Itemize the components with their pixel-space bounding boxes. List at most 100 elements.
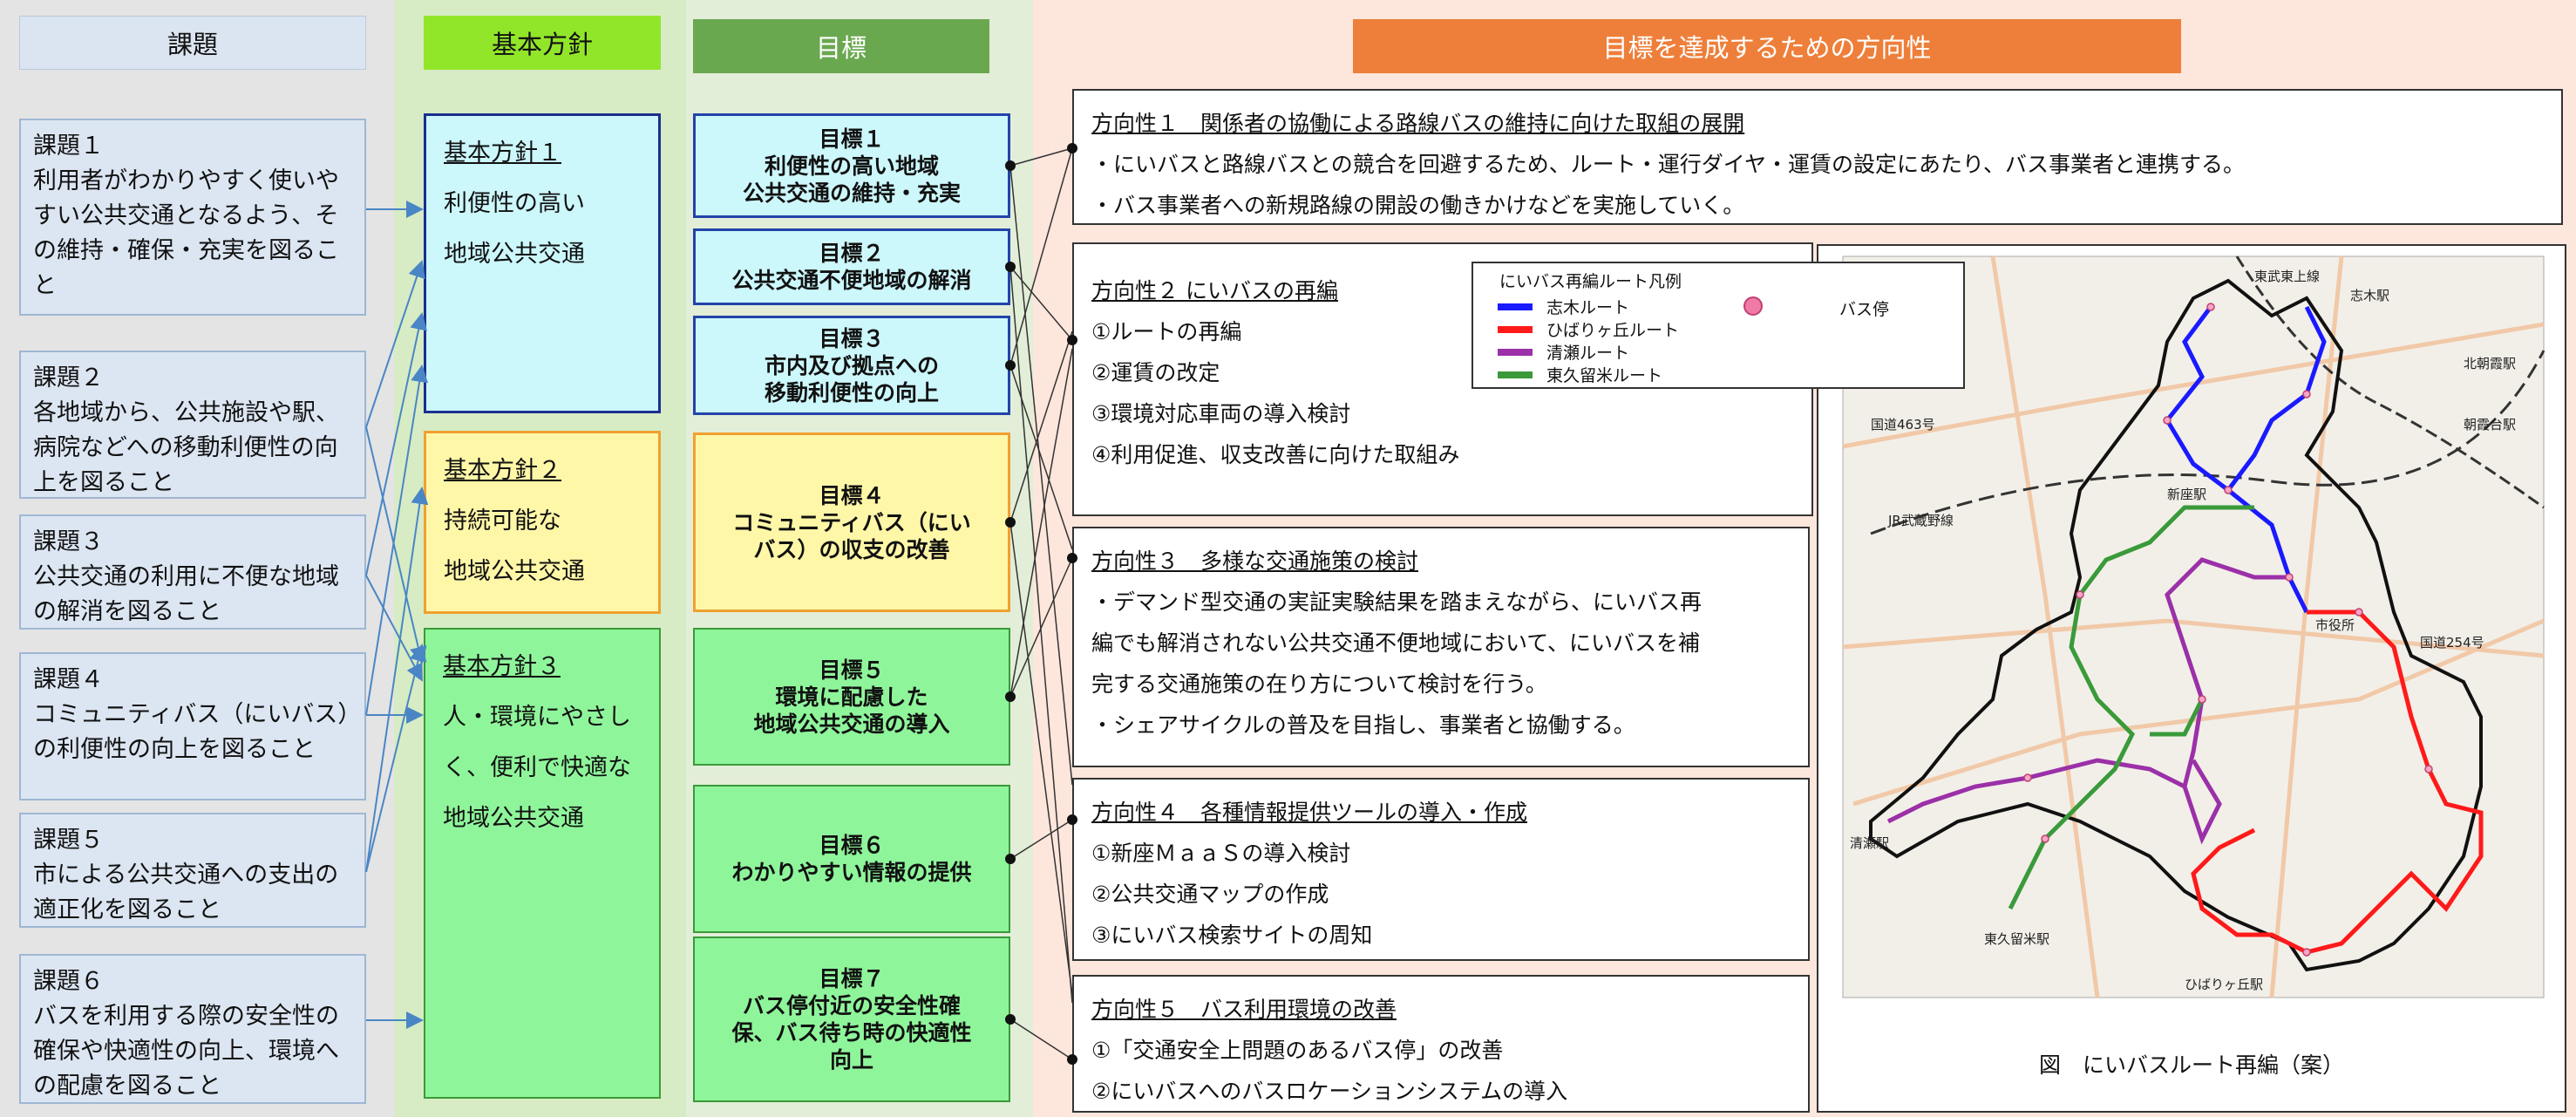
policy-title: 基本方針３ xyxy=(443,653,561,680)
goal-line: 保、バス待ち時の快適性 xyxy=(731,1020,972,1045)
goal-4: 目標４ コミュニティバス（にい バス）の収支の改善 xyxy=(693,432,1010,612)
direction-title: 方向性１ 関係者の協働による路線バスの維持に向けた取組の展開 xyxy=(1091,111,1745,136)
direction-title: 方向性５ バス利用環境の改善 xyxy=(1091,997,1397,1022)
legend-route-higashikurume: 東久留米ルート xyxy=(1498,363,1662,386)
direction-item: ①新座ＭａａＳの導入検討 xyxy=(1091,841,1351,866)
direction-item: ③にいバス検索サイトの周知 xyxy=(1091,923,1373,948)
goal-line: 目標２ xyxy=(819,241,885,266)
policy-line: 地域公共交通 xyxy=(444,241,585,268)
goal-line: 目標１ xyxy=(819,126,885,152)
bus-stop xyxy=(2163,416,2172,425)
place-label: 国道463号 xyxy=(1871,417,1935,432)
legend-stop-label: バス停 xyxy=(1839,300,1890,319)
goal-1: 目標１ 利便性の高い地域 公共交通の維持・充実 xyxy=(693,113,1010,218)
policy-3: 基本方針３ 人・環境にやさし く、便利で快適な 地域公共交通 xyxy=(424,628,661,1099)
direction-item: ③環境対応車両の導入検討 xyxy=(1091,401,1351,426)
issue-6: 課題６ バスを利用する際の安全性の確保や快適性の向上、環境への配慮を図ること xyxy=(19,954,366,1104)
place-label: 東武東上線 xyxy=(2254,269,2320,284)
direction-item: 編でも解消されない公共交通不便地域において、にいバスを補 xyxy=(1091,630,1701,656)
legend-title: にいバス再編ルート凡例 xyxy=(1499,272,1682,291)
goal-line: 目標４ xyxy=(819,482,885,508)
issue-2: 課題２ 各地域から、公共施設や駅、病院などへの移動利便性の向上を図ること xyxy=(19,351,366,499)
goal-line: 公共交通の維持・充実 xyxy=(742,180,961,206)
bus-stop xyxy=(2076,590,2084,599)
goal-line: 移動利便性の向上 xyxy=(764,379,939,405)
map-legend: にいバス再編ルート凡例 志木ルート ひばりヶ丘ルート 清瀬ルート 東久留米ルート… xyxy=(1472,262,1965,389)
bus-stop xyxy=(2355,608,2363,616)
policy-line: 持続可能な xyxy=(444,507,561,535)
goal-7: 目標７ バス停付近の安全性確 保、バス待ち時の快適性 向上 xyxy=(693,937,1010,1102)
legend-label: 東久留米ルート xyxy=(1546,366,1663,385)
direction-title: 方向性４ 各種情報提供ツールの導入・作成 xyxy=(1091,800,1528,825)
issue-3: 課題３ 公共交通の利用に不便な地域の解消を図ること xyxy=(19,514,366,630)
legend-swatch xyxy=(1498,371,1533,378)
goal-3: 目標３ 市内及び拠点への 移動利便性の向上 xyxy=(693,316,1010,415)
issue-title: 課題４ xyxy=(33,666,104,693)
bus-stop xyxy=(2023,773,2032,782)
bus-stop xyxy=(2424,765,2433,773)
goal-line: 利便性の高い地域 xyxy=(764,153,939,179)
goal-line: 環境に配慮した xyxy=(775,684,928,710)
goal-line: 目標５ xyxy=(819,657,885,683)
direction-item: ②にいバスへのバスロケーションシステムの導入 xyxy=(1091,1079,1568,1104)
legend-swatch xyxy=(1498,348,1533,356)
issue-1: 課題１ 利用者がわかりやすく使いやすい公共交通となるよう、その維持・確保・充実を… xyxy=(19,119,366,316)
direction-item: ・シェアサイクルの普及を目指し、事業者と協働する。 xyxy=(1091,712,1635,738)
legend-route-shiki: 志木ルート xyxy=(1498,295,1629,318)
goal-6: 目標６ わかりやすい情報の提供 xyxy=(693,785,1010,933)
goal-line: バス停付近の安全性確 xyxy=(742,993,961,1018)
issue-title: 課題３ xyxy=(33,528,104,555)
legend-label: ひばりヶ丘ルート xyxy=(1546,321,1680,340)
issue-title: 課題２ xyxy=(33,364,104,392)
directions-header: 目標を達成するための方向性 xyxy=(1353,19,2181,73)
railway-line xyxy=(1870,350,2545,535)
policy-title: 基本方針２ xyxy=(444,457,561,484)
goal-line: コミュニティバス（にい xyxy=(732,509,971,535)
issue-text: バスを利用する際の安全性の確保や快適性の向上、環境への配慮を図ること xyxy=(33,1003,339,1100)
policy-line: 地域公共交通 xyxy=(443,805,584,832)
route-kiyose xyxy=(1886,557,2289,845)
direction-4: 方向性４ 各種情報提供ツールの導入・作成 ①新座ＭａａＳの導入検討 ②公共交通マ… xyxy=(1072,778,1810,961)
direction-title: 方向性３ 多様な交通施策の検討 xyxy=(1091,548,1419,574)
place-label: 志木駅 xyxy=(2350,288,2389,303)
legend-swatch xyxy=(1498,325,1533,333)
policy-2: 基本方針２ 持続可能な 地域公共交通 xyxy=(424,431,661,614)
goal-2: 目標２ 公共交通不便地域の解消 xyxy=(693,228,1010,305)
goal-5: 目標５ 環境に配慮した 地域公共交通の導入 xyxy=(693,628,1010,766)
direction-item: ①ルートの再編 xyxy=(1091,319,1242,344)
legend-route-kiyose: 清瀬ルート xyxy=(1498,340,1629,364)
issue-title: 課題５ xyxy=(33,827,104,854)
place-label: 市役所 xyxy=(2315,617,2355,633)
direction-item: ①「交通安全上問題のあるバス停」の改善 xyxy=(1091,1038,1504,1063)
goal-line: 目標７ xyxy=(819,966,885,991)
route-map-panel: 東武東上線 志木駅 北朝霞駅 朝霞台駅 国道463号 新座駅 JR武蔵野線 市役… xyxy=(1817,244,2566,1113)
direction-item: 完する交通施策の在り方について検討を行う。 xyxy=(1091,671,1547,697)
goal-line: 公共交通不便地域の解消 xyxy=(731,268,972,293)
goal-line: 目標３ xyxy=(819,325,885,351)
direction-item: ・にいバスと路線バスとの競合を回避するため、ルート・運行ダイヤ・運賃の設定にあた… xyxy=(1091,152,2246,177)
policies-header: 基本方針 xyxy=(424,16,661,70)
goal-line: 目標６ xyxy=(819,833,885,858)
place-label: 清瀬駅 xyxy=(1850,835,1889,851)
direction-item: ②運賃の改定 xyxy=(1091,360,1220,385)
direction-item: ・バス事業者への新規路線の開設の働きかけなどを実施していく。 xyxy=(1091,193,1745,218)
issue-5: 課題５ 市による公共交通への支出の適正化を図ること xyxy=(19,813,366,928)
bus-stop-icon xyxy=(1743,296,1763,316)
legend-route-hibarigaoka: ひばりヶ丘ルート xyxy=(1498,317,1679,341)
issue-text: 公共交通の利用に不便な地域の解消を図ること xyxy=(33,563,339,625)
issue-4: 課題４ コミュニティバス（にいバス）の利便性の向上を図ること xyxy=(19,652,366,800)
issues-header: 課題 xyxy=(19,16,366,70)
bus-stop xyxy=(2302,948,2311,957)
policy-line: 人・環境にやさし xyxy=(443,704,631,731)
bus-stop xyxy=(2224,486,2233,494)
railway-line xyxy=(2235,255,2545,509)
goal-line: わかりやすい情報の提供 xyxy=(731,860,972,885)
policy-line: く、便利で快適な xyxy=(443,754,631,781)
issue-text: 各地域から、公共施設や駅、病院などへの移動利便性の向上を図ること xyxy=(33,399,339,496)
policy-1: 基本方針１ 利便性の高い 地域公共交通 xyxy=(424,113,661,413)
bus-stop xyxy=(2302,390,2311,398)
place-label: JR武蔵野線 xyxy=(1887,513,1954,528)
legend-label: 清瀬ルート xyxy=(1546,344,1630,363)
direction-title: 方向性２ にいバスの再編 xyxy=(1091,278,1338,303)
legend-swatch xyxy=(1498,303,1533,310)
